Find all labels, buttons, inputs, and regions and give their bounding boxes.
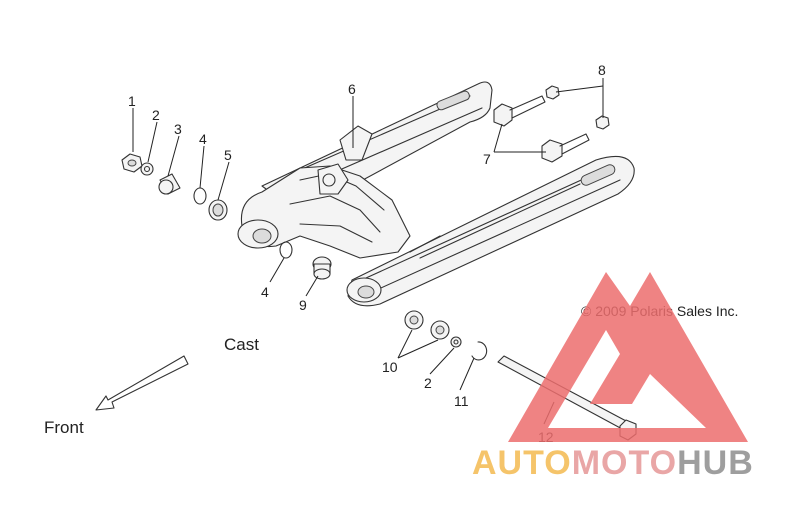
cast-label: Cast [224, 335, 259, 354]
watermark-moto: MOTO [572, 444, 677, 482]
part-10-bearing-b [430, 320, 450, 340]
part-11-circlip [471, 341, 488, 361]
watermark-triangle-icon [508, 272, 748, 442]
callout-8: 8 [598, 62, 606, 78]
swing-arm [237, 81, 635, 307]
part-2-washer [140, 162, 154, 176]
leader-lines [132, 78, 604, 425]
watermark-hub: HUB [677, 444, 754, 482]
part-7-bolt-upper [493, 95, 546, 127]
callout-4: 4 [199, 131, 207, 147]
callout-2: 2 [152, 107, 160, 123]
front-arrow [95, 355, 189, 411]
watermark-text: AUTOMOTOHUB [472, 444, 754, 482]
callout-5: 5 [224, 147, 232, 163]
watermark-logo [508, 272, 748, 442]
callout-9: 9 [299, 297, 307, 313]
callout-7: 7 [483, 151, 491, 167]
part-10-bearing-a [404, 310, 424, 330]
watermark-auto: AUTO [472, 444, 572, 482]
part-9-bushing [312, 256, 332, 280]
part-7-bolt-lower [541, 133, 590, 163]
part-1-nut [121, 153, 143, 173]
callout-4-lower: 4 [261, 284, 269, 300]
part-8-nut-upper [545, 85, 560, 100]
part-8-nut-lower [595, 115, 610, 130]
part-2-washer-lower [450, 336, 462, 348]
callout-11: 11 [454, 393, 469, 409]
callout-3: 3 [174, 121, 182, 137]
callout-10: 10 [382, 359, 398, 375]
front-label: Front [44, 418, 84, 437]
callout-1: 1 [128, 93, 136, 109]
part-4-ring [193, 187, 207, 205]
callout-2-lower: 2 [424, 375, 432, 391]
callout-6: 6 [348, 81, 356, 97]
part-3-spacer [158, 173, 181, 195]
part-5-bushing [208, 199, 228, 221]
part-4-ring-lower [279, 241, 293, 259]
